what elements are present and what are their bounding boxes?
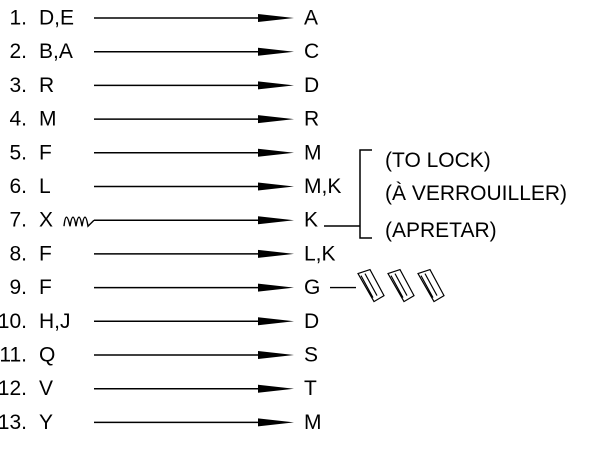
step-number: 13. bbox=[0, 411, 27, 434]
lock-note: (TO LOCK) (À VERROUILLER) (APRETAR) bbox=[324, 149, 567, 242]
target-terminal: C bbox=[304, 40, 319, 63]
connection-row: 5. F M bbox=[9, 141, 321, 164]
source-terminal: F bbox=[39, 141, 52, 164]
source-terminal: M bbox=[39, 108, 57, 131]
step-number: 1. bbox=[9, 7, 27, 30]
connection-row: 7. X K bbox=[9, 209, 318, 232]
lock-note-line-1: (TO LOCK) bbox=[385, 149, 491, 172]
arrow-head bbox=[258, 384, 294, 393]
target-terminal: M bbox=[304, 141, 322, 164]
target-terminal: M bbox=[304, 411, 322, 434]
step-number: 2. bbox=[9, 40, 27, 63]
connection-row: 3. R D bbox=[9, 74, 319, 97]
source-terminal: X bbox=[39, 209, 53, 232]
lock-note-line-2: (À VERROUILLER) bbox=[385, 182, 567, 205]
connection-row: 12. V T bbox=[0, 377, 317, 400]
step-number: 8. bbox=[9, 242, 27, 265]
wire-nut-icon bbox=[330, 268, 445, 303]
target-terminal: R bbox=[304, 108, 319, 131]
connection-row: 4. M R bbox=[9, 108, 319, 131]
step-number: 10. bbox=[0, 310, 27, 333]
target-terminal: G bbox=[304, 276, 320, 299]
source-terminal: R bbox=[39, 74, 54, 97]
arrow-head bbox=[258, 418, 294, 427]
connection-row: 11. Q S bbox=[0, 344, 318, 367]
connection-row: 9. F G bbox=[9, 268, 445, 303]
connection-row: 13. Y M bbox=[0, 411, 322, 434]
connection-row: 10. H,J D bbox=[0, 310, 319, 333]
source-terminal: B,A bbox=[39, 40, 73, 63]
arrow-head bbox=[258, 317, 294, 326]
target-terminal: A bbox=[304, 7, 318, 30]
source-terminal: Q bbox=[39, 344, 55, 367]
lock-bracket bbox=[359, 149, 372, 239]
source-terminal: D,E bbox=[39, 7, 74, 30]
target-terminal: M,K bbox=[304, 175, 341, 198]
source-terminal: V bbox=[39, 377, 53, 400]
step-number: 3. bbox=[9, 74, 27, 97]
source-terminal: L bbox=[39, 175, 51, 198]
step-number: 6. bbox=[9, 175, 27, 198]
target-terminal: S bbox=[304, 344, 318, 367]
connection-row: 1. D,E A bbox=[9, 7, 318, 30]
connection-row: 6. L M,K bbox=[9, 175, 341, 198]
target-terminal: L,K bbox=[304, 242, 336, 265]
arrow-head bbox=[258, 216, 294, 225]
target-terminal: K bbox=[304, 209, 318, 232]
source-terminal: H,J bbox=[39, 310, 71, 333]
source-terminal: F bbox=[39, 276, 52, 299]
step-number: 4. bbox=[9, 108, 27, 131]
step-number: 7. bbox=[9, 209, 27, 232]
arrow-head bbox=[258, 81, 294, 90]
step-number: 11. bbox=[0, 344, 27, 367]
target-terminal: D bbox=[304, 310, 319, 333]
arrow-head bbox=[258, 148, 294, 157]
connection-row: 2. B,A C bbox=[9, 40, 319, 63]
step-number: 12. bbox=[0, 377, 27, 400]
arrow-head bbox=[258, 249, 294, 258]
step-number: 9. bbox=[9, 276, 27, 299]
source-terminal: Y bbox=[39, 411, 53, 434]
arrow-head bbox=[258, 182, 294, 191]
step-number: 5. bbox=[9, 141, 27, 164]
connection-row: 8. F L,K bbox=[9, 242, 335, 265]
target-terminal: T bbox=[304, 377, 317, 400]
source-terminal: F bbox=[39, 242, 52, 265]
lock-note-line-3: (APRETAR) bbox=[385, 219, 497, 242]
coil-icon bbox=[63, 216, 95, 228]
arrow-head bbox=[258, 351, 294, 359]
target-terminal: D bbox=[304, 74, 319, 97]
arrow-head bbox=[258, 14, 294, 22]
arrow-head bbox=[258, 47, 294, 56]
arrow-head bbox=[258, 283, 294, 292]
arrow-head bbox=[258, 115, 294, 124]
